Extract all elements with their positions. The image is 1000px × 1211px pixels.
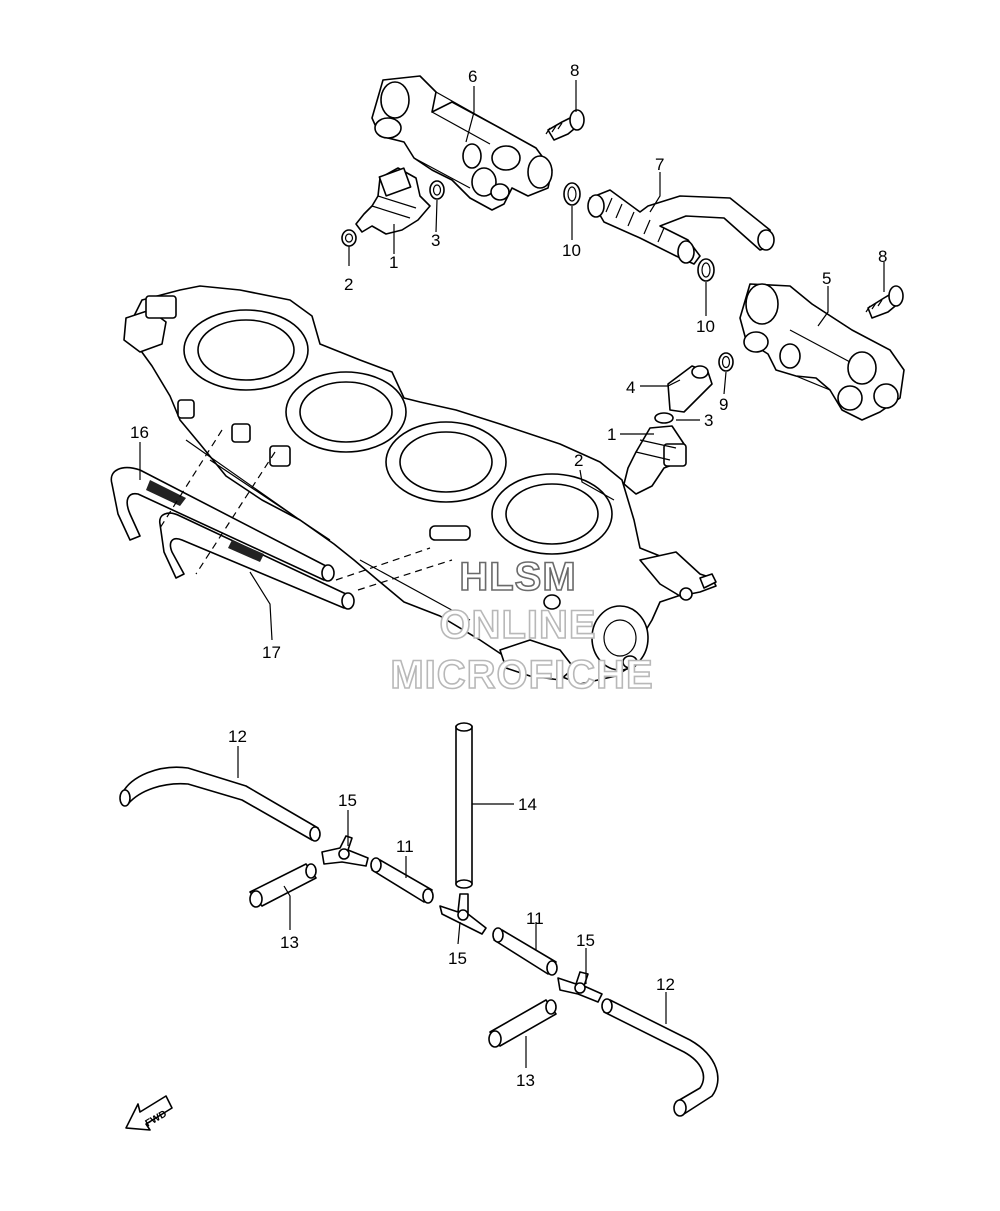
watermark: HLSM ONLINE MICROFICHE	[390, 554, 654, 698]
watermark-line-2: ONLINE	[439, 603, 596, 647]
callout-7: 7	[655, 155, 664, 174]
callout-14: 14	[518, 795, 537, 814]
callout-10-upper: 10	[562, 241, 581, 260]
t-joint-15-b	[439, 893, 487, 935]
callout-15-b: 15	[448, 949, 467, 968]
o-ring-10-upper	[563, 182, 581, 206]
callout-3-upper: 3	[431, 231, 440, 250]
o-ring-10-lower	[697, 258, 715, 282]
callout-1-upper: 1	[389, 253, 398, 272]
callout-17: 17	[262, 643, 281, 662]
o-ring-3-lower	[654, 412, 674, 424]
watermark-line-3: MICROFICHE	[390, 653, 653, 697]
callout-3-lower: 3	[704, 411, 713, 430]
callout-8-right: 8	[878, 247, 887, 266]
callout-15-a: 15	[338, 791, 357, 810]
leader-lines	[139, 80, 885, 1068]
callout-12-left: 12	[228, 727, 247, 746]
joint-4	[667, 365, 713, 413]
hose-11-upper	[370, 857, 434, 904]
hose-12-left	[119, 766, 321, 842]
hose-16	[110, 466, 335, 582]
seal-2-upper	[341, 229, 357, 247]
injector-1-upper	[355, 167, 431, 235]
hose-13-left	[249, 863, 317, 908]
callout-8-upper: 8	[570, 61, 579, 80]
callout-10-lower: 10	[696, 317, 715, 336]
bolt-8-right	[865, 285, 904, 319]
delivery-pipe-5	[739, 283, 905, 421]
callout-13-left: 13	[280, 933, 299, 952]
callout-1-lower: 1	[607, 425, 616, 444]
callout-9: 9	[719, 395, 728, 414]
hose-17	[158, 512, 355, 610]
throttle-body	[123, 285, 717, 685]
callout-5: 5	[822, 269, 831, 288]
callout-16: 16	[130, 423, 149, 442]
delivery-pipe-6	[371, 75, 553, 211]
callout-2-lower: 2	[574, 451, 583, 470]
fuel-pipe-7	[587, 189, 775, 265]
callout-11-upper: 11	[396, 837, 414, 856]
callout-6: 6	[468, 67, 477, 86]
t-joint-15-a	[321, 835, 369, 867]
o-ring-9	[718, 352, 734, 372]
t-joint-15-c	[557, 971, 603, 1003]
o-ring-3-upper	[429, 180, 445, 200]
hose-11-lower	[492, 927, 558, 976]
watermark-line-1: HLSM	[459, 555, 576, 599]
callout-13-right: 13	[516, 1071, 535, 1090]
hose-13-right	[488, 999, 557, 1048]
callout-12-right: 12	[656, 975, 675, 994]
callout-4: 4	[626, 378, 635, 397]
callout-numbers: 6 8 7 3 1 2 10 10 5 8 9 4 3 1 2 16 17 12…	[130, 61, 887, 1090]
callout-11-lower: 11	[526, 909, 544, 928]
hose-14	[455, 722, 473, 889]
bolt-8-upper	[545, 109, 585, 141]
injector-1-lower	[623, 425, 687, 495]
callout-2-upper: 2	[344, 275, 353, 294]
hose-12-right	[601, 998, 719, 1117]
fwd-arrow-icon: FWD	[125, 1095, 173, 1131]
callout-15-c: 15	[576, 931, 595, 950]
